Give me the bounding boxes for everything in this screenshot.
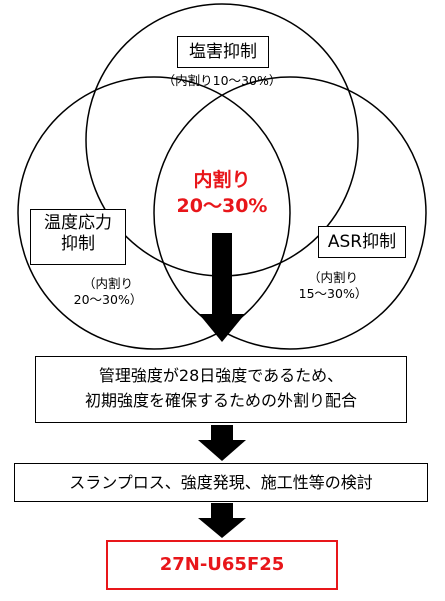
thermal-stress-title: 温度応力 抑制 [30,209,126,265]
asr-range-line2: 15〜30%） [298,285,368,301]
result-mix-box: 27N-U65F25 [106,540,338,590]
circle-asr [153,76,427,350]
asr-range-line1: （内割り [307,270,358,285]
asr-range: （内割り 15〜30%） [285,270,381,301]
circle-thermal-stress [17,76,291,350]
step-initial-strength-line1: 管理強度が28日強度であるため、 [98,366,344,385]
asr-title: ASR抑制 [318,226,406,258]
step-review-box: スランプロス、強度発現、施工性等の検討 [14,463,428,502]
thermal-stress-title-line1: 温度応力 [44,213,112,233]
arrow-1 [199,233,245,342]
arrow-2 [198,425,246,461]
thermal-stress-range: （内割り 20〜30%） [60,276,156,307]
salt-damage-title: 塩害抑制 [177,36,269,68]
intersection-label-line2: 20〜30% [176,194,268,217]
thermal-stress-range-line2: 20〜30%） [73,291,143,307]
arrow-3 [198,503,246,538]
thermal-stress-range-line1: （内割り [82,276,133,291]
intersection-label: 内割り 20〜30% [160,168,284,219]
intersection-label-line1: 内割り [193,169,251,191]
step-initial-strength-line2: 初期強度を確保するための外割り配合 [84,390,357,410]
thermal-stress-title-line2: 抑制 [61,234,95,255]
salt-damage-range: （内割り10〜30%） [162,73,282,88]
step-initial-strength-box: 管理強度が28日強度であるため、 初期強度を確保するための外割り配合 [35,356,407,423]
